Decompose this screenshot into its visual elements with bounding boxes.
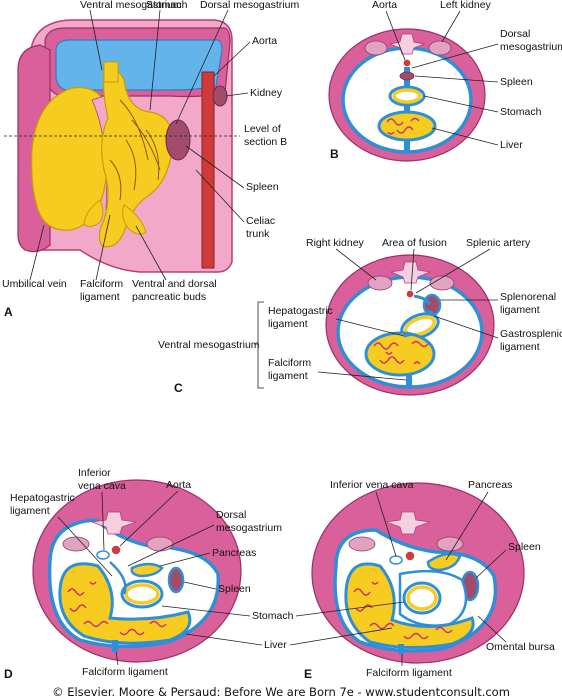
label-a-falciform-2: ligament	[80, 291, 120, 303]
panel-e-section	[311, 482, 525, 664]
label-a-stomach: Stomach	[146, 0, 188, 11]
label-a-celiac-1: Celiac	[246, 215, 275, 227]
label-a-umbilical-vein: Umbilical vein	[2, 278, 67, 290]
label-d-falciform: Falciform ligament	[82, 666, 168, 678]
label-d-hepatogastric-1: Hepatogastric	[10, 492, 75, 504]
label-e-spleen: Spleen	[508, 541, 541, 553]
label-shared-stomach: Stomach	[252, 610, 294, 622]
label-a-level-2: section B	[244, 136, 287, 148]
label-d-dorsal-2: mesogastrium	[216, 522, 282, 534]
leader-lines-a	[29, 9, 251, 281]
label-c-falciform-2: ligament	[268, 370, 308, 382]
label-b-aorta: Aorta	[372, 0, 397, 11]
panel-letter-c: C	[174, 381, 183, 395]
panel-letter-e: E	[304, 667, 312, 681]
label-c-gastrosplenic-2: ligament	[500, 341, 540, 353]
label-e-pancreas: Pancreas	[468, 479, 512, 491]
label-c-falciform-1: Falciform	[268, 357, 311, 369]
label-d-spleen: Spleen	[218, 583, 251, 595]
label-a-spleen: Spleen	[246, 181, 279, 193]
label-a-ventral-mesogastrium: Ventral mesogastrium	[80, 0, 182, 11]
label-c-right-kidney: Right kidney	[306, 237, 365, 249]
leader-lines-d	[57, 490, 217, 666]
label-c-splenorenal-1: Splenorenal	[500, 291, 556, 303]
label-d-pancreas: Pancreas	[212, 547, 256, 559]
panel-letter-a: A	[4, 305, 13, 319]
label-e-omental-bursa: Omental bursa	[486, 641, 555, 653]
label-d-aorta: Aorta	[166, 479, 191, 491]
label-b-liver: Liver	[500, 139, 523, 151]
panel-a-illustration	[4, 19, 240, 273]
panel-letter-d: D	[4, 667, 13, 681]
panel-d-section	[32, 479, 242, 663]
label-b-spleen: Spleen	[500, 76, 533, 88]
label-c-splenorenal-2: ligament	[500, 304, 540, 316]
label-c-hepatogastric-2: ligament	[268, 318, 308, 330]
label-e-ivc: Inferior vena cava	[330, 479, 414, 491]
label-a-falciform-1: Falciform	[80, 278, 123, 290]
label-c-area-of-fusion: Area of fusion	[382, 237, 447, 249]
label-a-level-1: Level of	[244, 123, 281, 135]
copyright-footer: © Elsevier. Moore & Persaud: Before We a…	[52, 685, 510, 699]
label-a-celiac-2: trunk	[246, 228, 270, 240]
leader-lines-b	[385, 10, 499, 146]
panel-c-section	[325, 254, 495, 396]
label-a-buds-1: Ventral and dorsal	[132, 278, 217, 290]
label-b-left-kidney: Left kidney	[440, 0, 492, 11]
label-shared-liver: Liver	[264, 639, 287, 651]
label-c-splenic-artery: Splenic artery	[466, 237, 531, 249]
label-e-falciform: Falciform ligament	[366, 667, 452, 679]
label-d-ivc-1: Inferior	[78, 467, 111, 479]
panel-letter-b: B	[330, 147, 339, 161]
label-c-ventral-mesogastrium: Ventral mesogastrium	[158, 339, 260, 351]
panel-b-section	[328, 28, 486, 162]
label-d-dorsal-1: Dorsal	[216, 509, 246, 521]
label-b-stomach: Stomach	[500, 106, 542, 118]
label-a-buds-2: pancreatic buds	[132, 291, 206, 303]
label-c-gastrosplenic-1: Gastrosplenic	[500, 328, 562, 340]
label-b-dorsal-1: Dorsal	[500, 28, 530, 40]
label-d-ivc-2: vena cava	[78, 480, 126, 492]
label-a-aorta: Aorta	[252, 35, 277, 47]
label-d-hepatogastric-2: ligament	[10, 505, 50, 517]
leader-lines-shared	[161, 601, 405, 646]
label-c-hepatogastric-1: Hepatogastric	[268, 305, 333, 317]
label-a-dorsal-mesogastrium: Dorsal mesogastrium	[200, 0, 299, 11]
label-b-dorsal-2: mesogastrium	[500, 41, 562, 53]
leader-lines-e	[375, 491, 507, 666]
label-a-kidney: Kidney	[250, 87, 283, 99]
leader-lines-c	[254, 248, 499, 389]
